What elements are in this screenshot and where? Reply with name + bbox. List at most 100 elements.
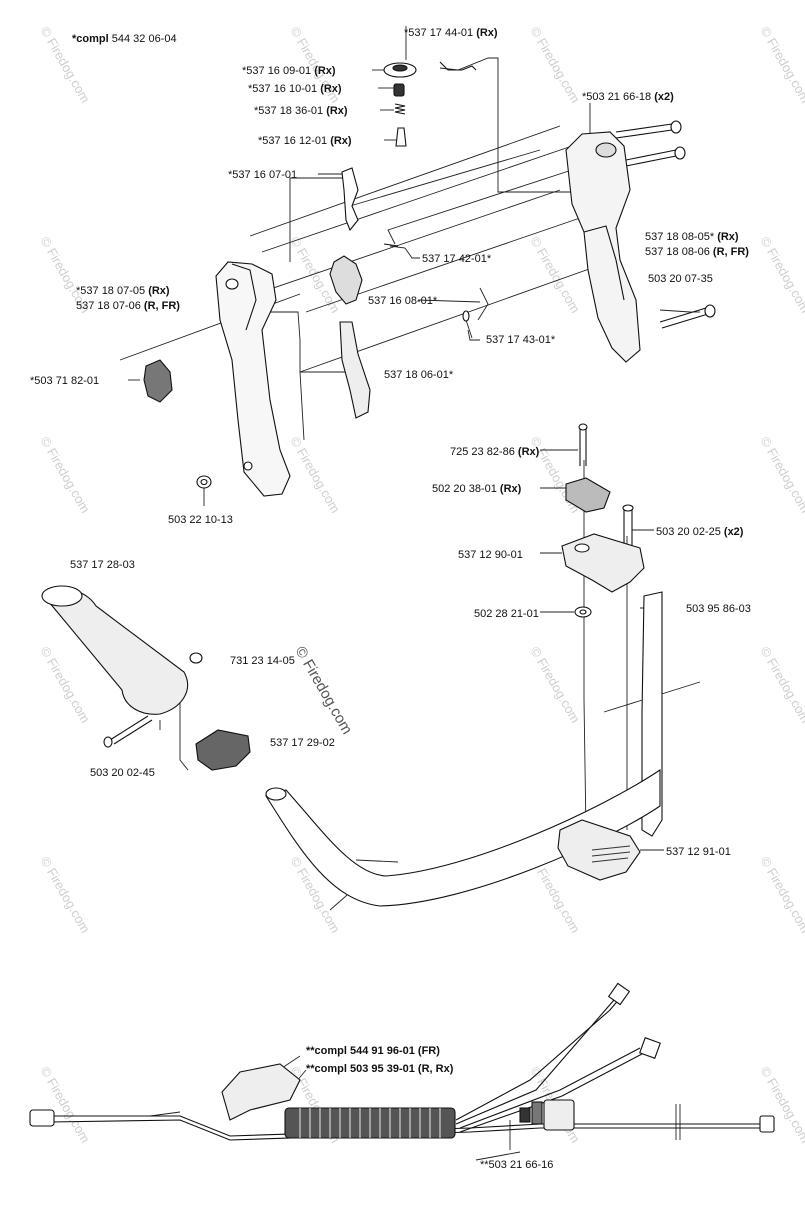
watermark-text: © Firedog.com <box>757 854 805 936</box>
watermark-text: © Firedog.com <box>287 434 343 516</box>
watermark-text: © Firedog.com <box>37 854 93 936</box>
clamp-bracket-bottom <box>557 819 641 881</box>
trigger-part <box>329 255 363 305</box>
clamp-bracket-ribs <box>591 845 631 863</box>
part-label: 503 20 02-45 <box>90 767 155 779</box>
watermark-text: © Firedog.com <box>527 644 583 726</box>
cable-branch-upper <box>455 997 621 1121</box>
lever-part <box>341 167 359 232</box>
watermark-text: © Firedog.com <box>757 1064 805 1146</box>
watermark-text: © Firedog.com <box>527 24 583 106</box>
throttle-lever <box>339 321 371 419</box>
part-label: **compl 544 91 96-01 (FR) <box>306 1045 440 1057</box>
watermark-center-text: © Firedog.com <box>292 644 356 738</box>
assembly-label-number: 544 32 06-04 <box>112 33 177 45</box>
cable-switch-housing <box>221 1063 301 1121</box>
part-label: 537 18 08-05* (Rx) <box>645 231 739 243</box>
part-label: 537 18 08-06 (R, FR) <box>645 246 749 258</box>
slotted-plate <box>565 477 611 513</box>
part-label: 537 12 91-01 <box>666 846 731 858</box>
grip-screw <box>109 715 153 745</box>
part-label: *503 71 82-01 <box>30 375 99 387</box>
assembly-label-prefix: *compl <box>72 33 109 45</box>
handle-assembly <box>143 61 716 497</box>
part-label: **503 21 66-16 <box>480 1159 553 1171</box>
cable-main-inner <box>49 1119 770 1141</box>
cable-sleeve <box>531 1101 543 1125</box>
screw-part <box>625 149 677 167</box>
watermark-text: © Firedog.com <box>37 1064 93 1146</box>
screw-head <box>670 120 682 134</box>
cable-conduit-ribs <box>299 1108 441 1138</box>
spring-part <box>394 103 406 115</box>
clamp-part <box>143 359 173 403</box>
assembly-label: *compl 544 32 06-04 <box>72 33 177 45</box>
part-label: *537 16 12-01 (Rx) <box>258 135 352 147</box>
watermark-text: © Firedog.com <box>527 234 583 316</box>
part-label: 537 18 06-01* <box>384 369 454 381</box>
watermark-text: © Firedog.com <box>757 644 805 726</box>
part-label: *537 16 07-01 <box>228 169 297 181</box>
clamp-knob <box>195 729 251 771</box>
bushing-part <box>393 83 405 97</box>
watermark-text: © Firedog.com <box>757 434 805 516</box>
cable-connector-left <box>29 1109 55 1127</box>
bracket-and-bar <box>41 423 663 907</box>
spring-small <box>462 310 470 322</box>
pin-part <box>395 127 407 147</box>
cable-branch-lower-inner <box>459 1053 643 1133</box>
cable-connector-lower <box>639 1037 661 1059</box>
cap-part-center <box>392 64 408 72</box>
cable-connector-right <box>759 1115 775 1133</box>
part-label: 503 20 07-35 <box>648 273 713 285</box>
washer-hole <box>579 609 587 615</box>
watermark-text: © Firedog.com <box>37 434 93 516</box>
part-label: *537 16 09-01 (Rx) <box>242 65 336 77</box>
part-label: 503 22 10-13 <box>168 514 233 526</box>
bolt-part <box>659 307 709 329</box>
wire-clip <box>439 61 477 71</box>
handle-right-half <box>565 131 641 363</box>
part-label: 537 17 42-01* <box>422 253 492 265</box>
part-label: 537 12 90-01 <box>458 549 523 561</box>
cable-fitting <box>543 1099 575 1131</box>
part-label: *537 16 10-01 (Rx) <box>248 83 342 95</box>
part-label: 725 23 82-86 (Rx) <box>450 446 540 458</box>
watermark-text: © Firedog.com <box>37 644 93 726</box>
watermark-text: © Firedog.com <box>757 234 805 316</box>
long-screw-head <box>578 423 588 431</box>
handle-left-detail <box>231 263 257 331</box>
grip-screw-head <box>103 736 113 748</box>
handle-right-boss <box>595 142 617 158</box>
small-screw <box>623 508 633 546</box>
part-label: 537 18 07-06 (R, FR) <box>76 300 180 312</box>
small-nut <box>189 652 203 664</box>
handle-right-detail <box>583 225 625 301</box>
part-label: 537 16 08-01* <box>368 295 438 307</box>
part-label: 731 23 14-05 <box>230 655 295 667</box>
clamp-bracket-hole <box>574 543 590 553</box>
screw-head <box>674 146 686 160</box>
spring-small <box>383 243 399 247</box>
part-label: *537 17 44-01 (Rx) <box>404 27 498 39</box>
handle-left-half <box>215 261 291 497</box>
part-label: *503 21 66-18 (x2) <box>582 91 674 103</box>
handle-left-boss <box>225 278 239 290</box>
handle-left-hole <box>243 461 253 471</box>
part-label: 502 20 38-01 (Rx) <box>432 483 522 495</box>
part-label: 537 17 43-01* <box>486 334 556 346</box>
cable-branch-lower <box>459 1047 641 1129</box>
long-screw <box>579 428 587 466</box>
bolt-head <box>704 304 716 318</box>
part-label: 503 20 02-25 (x2) <box>656 526 744 538</box>
small-screw-head <box>622 504 634 512</box>
cable-branch-upper-inner <box>455 999 615 1125</box>
part-label: 537 17 28-03 <box>70 559 135 571</box>
grip-end <box>41 585 83 607</box>
part-label: **compl 503 95 39-01 (R, Rx) <box>306 1063 454 1075</box>
handlebar-tube <box>265 768 661 907</box>
watermark-text: © Firedog.com <box>757 24 805 106</box>
watermark-layer: © Firedog.com © Firedog.com © Firedog.co… <box>37 24 805 1146</box>
part-labels: *compl 544 32 06-04 *537 17 44-01 (Rx) *… <box>30 27 751 1171</box>
part-label: 537 17 29-02 <box>270 737 335 749</box>
